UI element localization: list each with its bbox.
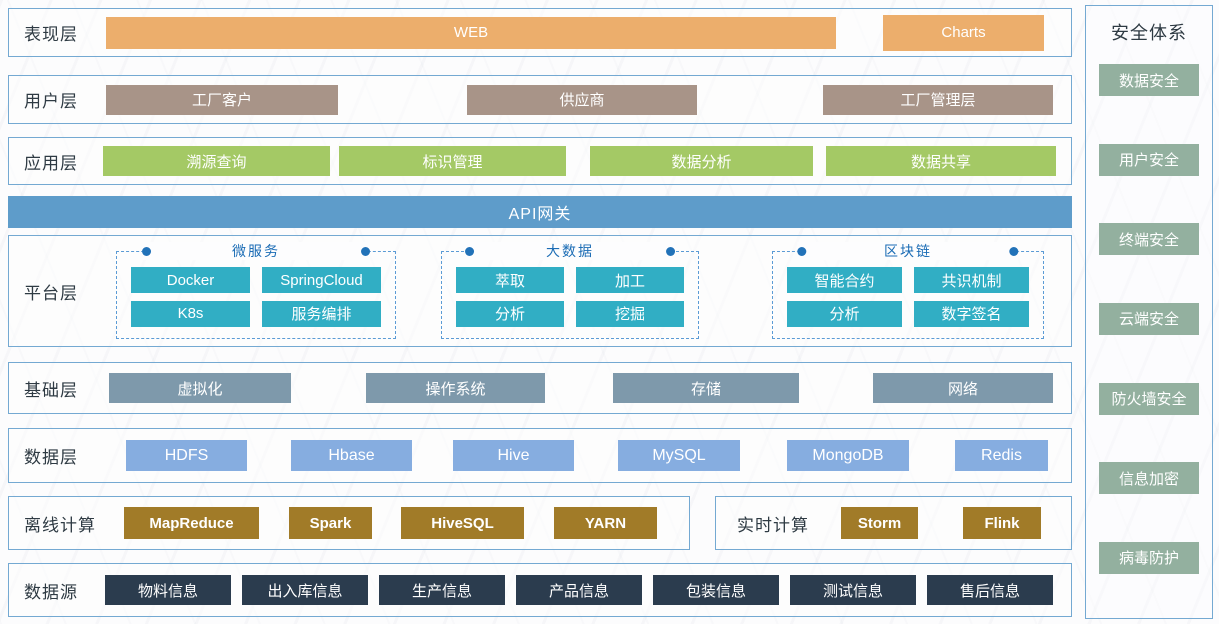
security-sidebar: 安全体系 数据安全 用户安全 终端安全 云端安全 防火墙安全 信息加密 病毒防护 (1085, 5, 1213, 619)
blockchain-group: 区块链 智能合约 共识机制 分析 数字签名 (772, 242, 1044, 339)
flink-block: Flink (963, 507, 1041, 539)
blockchain-group-name: 区块链 (883, 243, 932, 259)
chain-analysis-block: 分析 (787, 300, 902, 327)
user-layer-label: 用户层 (24, 92, 78, 111)
data-security-block: 数据安全 (1099, 64, 1199, 96)
bullet-icon (665, 246, 675, 256)
yarn-block: YARN (554, 507, 657, 539)
factory-management-block: 工厂管理层 (823, 84, 1053, 115)
blockchain-group-label: 区块链 (797, 242, 1019, 260)
docker-block: Docker (131, 267, 250, 293)
virus-protection-block: 病毒防护 (1099, 541, 1199, 574)
extract-block: 萃取 (456, 267, 564, 293)
security-sidebar-title: 安全体系 (1111, 23, 1187, 43)
digital-signature-block: 数字签名 (914, 300, 1029, 327)
os-block: 操作系统 (366, 373, 545, 403)
inout-warehouse-info-block: 出入库信息 (242, 575, 368, 605)
mongodb-block: MongoDB (787, 440, 909, 471)
datasource-label: 数据源 (24, 582, 78, 602)
bullet-icon (360, 246, 370, 256)
hivesql-block: HiveSQL (401, 507, 524, 539)
hdfs-block: HDFS (126, 440, 247, 471)
packaging-info-block: 包装信息 (653, 575, 779, 605)
datasource-content: 物料信息 出入库信息 生产信息 产品信息 包装信息 测试信息 售后信息 (99, 564, 1071, 616)
process-block: 加工 (576, 267, 684, 293)
main-column: 表现层 WEB Charts 用户层 工厂客户 供应商 工厂管理层 应用层 溯源… (8, 8, 1072, 617)
application-layer-row: 应用层 溯源查询 标识管理 数据分析 数据共享 (8, 137, 1072, 185)
compute-band: 离线计算 MapReduce Spark HiveSQL YARN 实时计算 S… (8, 496, 1072, 550)
infrastructure-layer-content: 虚拟化 操作系统 存储 网络 (99, 363, 1071, 413)
aftersales-info-block: 售后信息 (927, 575, 1053, 605)
datasource-row: 数据源 物料信息 出入库信息 生产信息 产品信息 包装信息 测试信息 售后信息 (8, 563, 1072, 617)
presentation-layer-label: 表现层 (24, 25, 78, 44)
cloud-security-block: 云端安全 (1099, 302, 1199, 335)
storage-block: 存储 (613, 373, 799, 403)
spark-block: Spark (289, 507, 372, 539)
data-sharing-block: 数据共享 (826, 146, 1056, 176)
bigdata-group: 大数据 萃取 加工 分析 挖掘 (441, 242, 699, 339)
platform-layer-label: 平台层 (24, 283, 78, 303)
microservice-group-name: 微服务 (231, 243, 280, 259)
data-layer-row: 数据层 HDFS Hbase Hive MySQL MongoDB Redis (8, 428, 1072, 483)
infrastructure-layer-row: 基础层 虚拟化 操作系统 存储 网络 (8, 362, 1072, 414)
user-layer-row: 用户层 工厂客户 供应商 工厂管理层 (8, 75, 1072, 124)
trace-query-block: 溯源查询 (103, 146, 330, 176)
network-block: 网络 (873, 373, 1053, 403)
infrastructure-layer-label: 基础层 (24, 380, 78, 400)
id-management-block: 标识管理 (339, 146, 566, 176)
bigdata-group-name: 大数据 (546, 243, 594, 259)
info-encryption-block: 信息加密 (1099, 462, 1199, 495)
bullet-icon (1009, 246, 1019, 256)
springcloud-block: SpringCloud (262, 267, 381, 293)
storm-block: Storm (841, 507, 918, 539)
bullet-icon (797, 246, 807, 256)
bullet-icon (465, 246, 475, 256)
realtime-compute-label: 实时计算 (737, 515, 809, 535)
hive-block: Hive (453, 440, 574, 471)
application-layer-content: 溯源查询 标识管理 数据分析 数据共享 (99, 138, 1071, 184)
analyze-block: 分析 (456, 300, 564, 327)
charts-block: Charts (883, 14, 1044, 51)
bullet-icon (142, 246, 152, 256)
firewall-security-block: 防火墙安全 (1099, 382, 1199, 415)
user-security-block: 用户安全 (1099, 143, 1199, 176)
factory-customer-block: 工厂客户 (106, 84, 338, 115)
virtualization-block: 虚拟化 (109, 373, 291, 403)
api-gateway-bar: API网关 (8, 196, 1072, 228)
offline-compute-box: 离线计算 MapReduce Spark HiveSQL YARN (8, 496, 690, 550)
microservice-group: 微服务 Docker SpringCloud K8s 服务编排 (116, 242, 396, 339)
offline-compute-label: 离线计算 (24, 515, 96, 535)
microservice-group-label: 微服务 (142, 242, 370, 260)
bigdata-group-label: 大数据 (465, 242, 675, 260)
consensus-block: 共识机制 (914, 267, 1029, 293)
presentation-layer-row: 表现层 WEB Charts (8, 8, 1072, 57)
smart-contract-block: 智能合约 (787, 267, 902, 293)
data-layer-content: HDFS Hbase Hive MySQL MongoDB Redis (99, 429, 1071, 482)
data-layer-label: 数据层 (24, 448, 78, 467)
supplier-block: 供应商 (467, 84, 697, 115)
terminal-security-block: 终端安全 (1099, 223, 1199, 256)
web-block: WEB (106, 16, 836, 49)
product-info-block: 产品信息 (516, 575, 642, 605)
platform-layer-content: 微服务 Docker SpringCloud K8s 服务编排 大数据 萃取 (99, 236, 1071, 346)
testing-info-block: 测试信息 (790, 575, 916, 605)
realtime-compute-box: 实时计算 Storm Flink (715, 496, 1072, 550)
presentation-layer-content: WEB Charts (99, 9, 1071, 56)
material-info-block: 物料信息 (105, 575, 231, 605)
mining-block: 挖掘 (576, 300, 684, 327)
user-layer-content: 工厂客户 供应商 工厂管理层 (99, 76, 1071, 123)
service-orchestration-block: 服务编排 (262, 300, 381, 327)
data-analysis-block: 数据分析 (590, 146, 813, 176)
k8s-block: K8s (131, 300, 250, 327)
production-info-block: 生产信息 (379, 575, 505, 605)
mapreduce-block: MapReduce (124, 507, 259, 539)
platform-layer-row: 平台层 微服务 Docker SpringCloud K8s 服务编排 (8, 235, 1072, 347)
hbase-block: Hbase (291, 440, 412, 471)
mysql-block: MySQL (618, 440, 740, 471)
security-sidebar-items: 数据安全 用户安全 终端安全 云端安全 防火墙安全 信息加密 病毒防护 (1099, 64, 1199, 574)
redis-block: Redis (955, 440, 1048, 471)
application-layer-label: 应用层 (24, 153, 78, 173)
